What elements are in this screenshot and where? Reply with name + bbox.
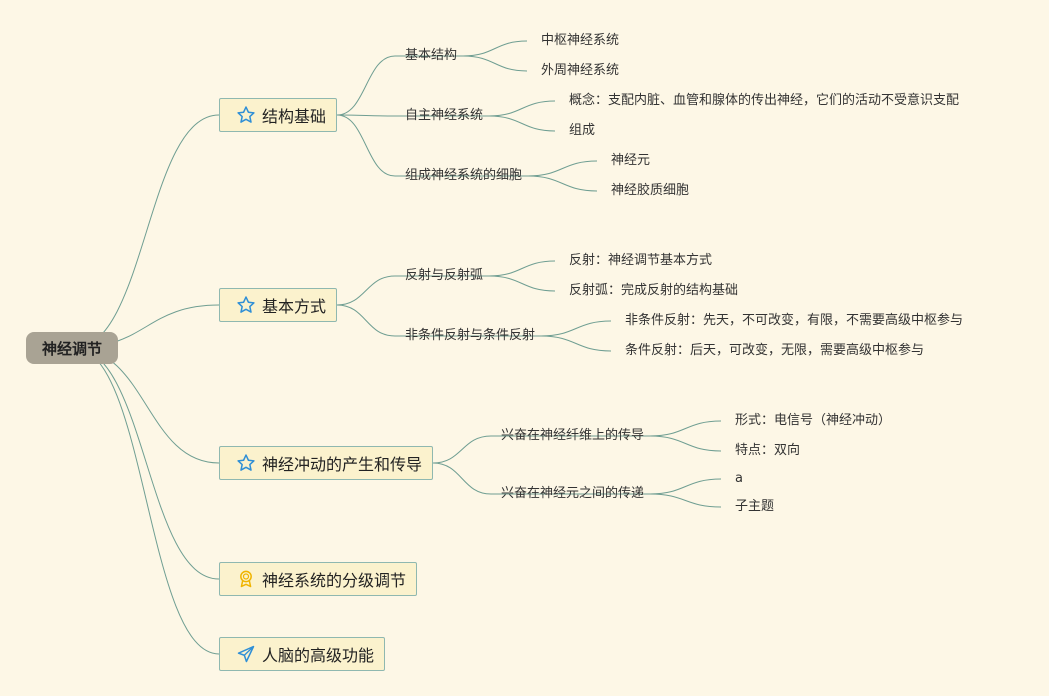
topic-label: 神经系统的分级调节 xyxy=(262,571,407,590)
leaf-neuron[interactable]: 神经元 xyxy=(611,153,651,168)
leaf-ans-concept[interactable]: 概念：支配内脏、血管和腺体的传出神经，它们的活动不受意识支配 xyxy=(569,93,960,108)
subtopic-to-leaf-link xyxy=(488,100,556,117)
subtopic-basic-structure[interactable]: 基本结构 xyxy=(405,48,458,63)
subtopic-to-leaf-link xyxy=(488,260,556,277)
root-to-topic-link xyxy=(73,347,220,655)
subtopic-to-leaf-link xyxy=(488,115,556,132)
root-to-topic-link xyxy=(73,347,220,464)
root-to-topic-link xyxy=(73,114,220,349)
subtopic-autonomic-nervous-system[interactable]: 自主神经系统 xyxy=(405,108,484,123)
topic-to-subtopic-link xyxy=(432,462,492,495)
topic-basic-mode[interactable]: 基本方式 xyxy=(219,288,338,322)
root-topic[interactable]: 神经调节 xyxy=(26,332,118,364)
star-icon xyxy=(236,105,256,125)
leaf-cns[interactable]: 中枢神经系统 xyxy=(541,33,620,48)
leaf-conditioned-reflex[interactable]: 条件反射：后天，可改变，无限，需要高级中枢参与 xyxy=(625,343,925,358)
subtopic-to-leaf-link xyxy=(649,420,722,437)
topic-to-subtopic-link xyxy=(336,55,396,116)
topic-label: 神经冲动的产生和传导 xyxy=(262,455,423,474)
leaf-glial-cell[interactable]: 神经胶质细胞 xyxy=(611,183,690,198)
link-group xyxy=(73,40,722,655)
subtopic-to-leaf-link xyxy=(540,320,612,337)
star-icon xyxy=(236,453,256,473)
subtopic-to-leaf-link xyxy=(540,335,612,352)
topic-higher-brain-functions[interactable]: 人脑的高级功能 xyxy=(219,637,386,671)
subtopic-to-leaf-link xyxy=(527,160,598,177)
leaf-form-electric-signal[interactable]: 形式：电信号（神经冲动） xyxy=(735,413,892,428)
topic-label: 结构基础 xyxy=(262,107,327,126)
star-icon xyxy=(236,295,256,315)
root-to-topic-link xyxy=(73,347,220,580)
subtopic-conduction-on-fiber[interactable]: 兴奋在神经纤维上的传导 xyxy=(501,428,645,443)
subtopic-transmission-between-neurons[interactable]: 兴奋在神经元之间的传递 xyxy=(501,486,645,501)
topic-to-subtopic-link xyxy=(432,435,492,464)
subtopic-to-leaf-link xyxy=(488,275,556,292)
subtopic-to-leaf-link xyxy=(527,175,598,192)
topic-to-subtopic-link xyxy=(336,275,396,306)
paper-plane-icon xyxy=(236,644,256,664)
leaf-reflex-arc[interactable]: 反射弧：完成反射的结构基础 xyxy=(569,283,739,298)
topic-hierarchical-regulation[interactable]: 神经系统的分级调节 xyxy=(219,562,418,596)
subtopic-to-leaf-link xyxy=(649,493,722,508)
award-ribbon-icon xyxy=(236,569,256,589)
topic-nerve-impulse[interactable]: 神经冲动的产生和传导 xyxy=(219,446,434,480)
topic-structure-basis[interactable]: 结构基础 xyxy=(219,98,338,132)
leaf-ans-composition[interactable]: 组成 xyxy=(569,123,596,138)
topic-to-subtopic-link xyxy=(336,114,396,177)
topic-to-subtopic-link xyxy=(336,114,396,117)
topic-label: 人脑的高级功能 xyxy=(262,646,375,665)
leaf-reflex[interactable]: 反射：神经调节基本方式 xyxy=(569,253,713,268)
leaf-subtopic[interactable]: 子主题 xyxy=(735,499,775,514)
subtopic-to-leaf-link xyxy=(649,435,722,452)
subtopic-nervous-system-cells[interactable]: 组成神经系统的细胞 xyxy=(405,168,523,183)
subtopic-to-leaf-link xyxy=(649,478,722,495)
subtopic-unconditioned-conditioned-reflex[interactable]: 非条件反射与条件反射 xyxy=(405,328,536,343)
subtopic-to-leaf-link xyxy=(462,40,528,57)
leaf-unconditioned-reflex[interactable]: 非条件反射：先天，不可改变，有限，不需要高级中枢参与 xyxy=(625,313,964,328)
leaf-a[interactable]: a xyxy=(735,471,743,486)
topic-label: 基本方式 xyxy=(262,297,327,316)
topic-to-subtopic-link xyxy=(336,304,396,337)
leaf-pns[interactable]: 外周神经系统 xyxy=(541,63,620,78)
subtopic-to-leaf-link xyxy=(462,55,528,72)
subtopic-reflex-and-reflex-arc[interactable]: 反射与反射弧 xyxy=(405,268,484,283)
leaf-feature-bidirectional[interactable]: 特点：双向 xyxy=(735,443,801,458)
